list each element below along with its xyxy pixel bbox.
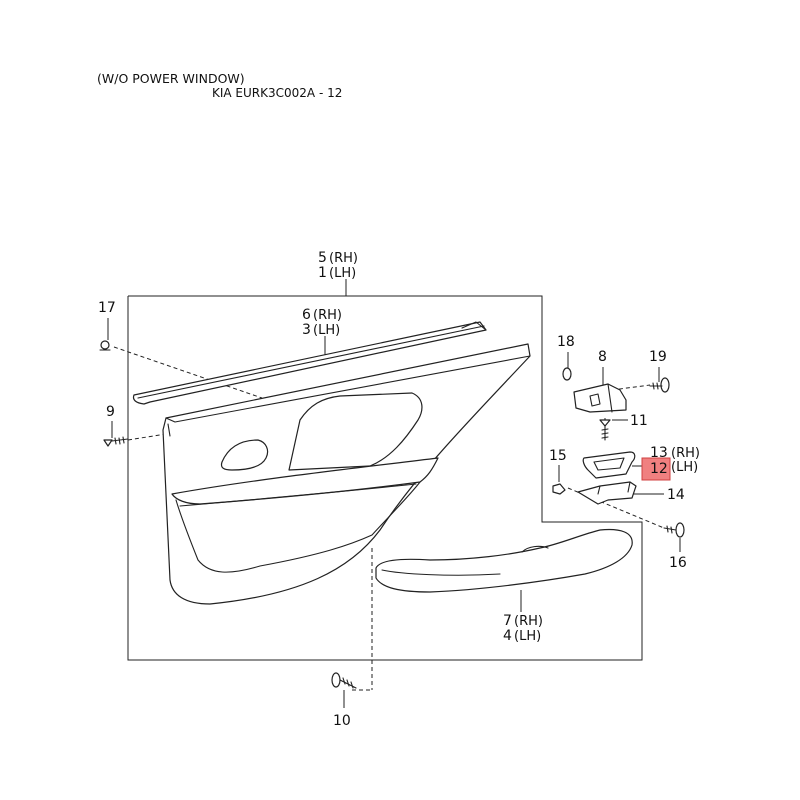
callout-5: 5	[318, 250, 327, 266]
callout-6-side: (RH)	[313, 308, 342, 323]
callout-17: 17	[98, 300, 116, 316]
belt-weatherstrip	[132, 321, 487, 405]
callout-5-side: (RH)	[329, 251, 358, 266]
callout-7-side: (RH)	[514, 614, 543, 629]
callout-14: 14	[667, 487, 685, 503]
screw-9	[103, 436, 129, 447]
armrest	[375, 528, 633, 593]
callout-3-side: (LH)	[313, 323, 340, 338]
screw-10	[331, 672, 357, 689]
leader-lines	[107, 279, 681, 708]
screw-19	[649, 377, 670, 393]
assembly-frame	[127, 295, 643, 661]
callout-1: 1	[318, 265, 327, 281]
callout-16: 16	[669, 555, 687, 571]
bracket-8	[573, 383, 627, 413]
clip-15	[552, 483, 566, 495]
bracket-14	[577, 481, 637, 505]
callout-12-side: (LH)	[671, 460, 698, 475]
screw-16	[663, 522, 685, 538]
callout-12-highlight	[641, 457, 671, 481]
callout-19: 19	[649, 349, 667, 365]
callout-10: 10	[333, 713, 351, 729]
callout-18: 18	[557, 334, 575, 350]
callout-13: 13	[650, 445, 668, 461]
diagram-reference-code: KIA EURK3C002A - 12	[212, 86, 343, 100]
callout-15: 15	[549, 448, 567, 464]
pull-cup	[582, 451, 636, 479]
callout-12: 12	[650, 461, 668, 477]
callout-1-side: (LH)	[329, 266, 356, 281]
callout-labels: 5 (RH) 1 (LH) 6 (RH) 3 (LH) 17 9 18 8 19…	[98, 250, 700, 729]
callout-9: 9	[106, 404, 115, 420]
callout-4-side: (LH)	[514, 629, 541, 644]
callout-7: 7	[503, 613, 512, 629]
door-trim-panel	[162, 343, 531, 605]
clip-17	[99, 340, 111, 351]
screw-11	[599, 419, 611, 441]
callout-8: 8	[598, 349, 607, 365]
callout-13-side: (RH)	[671, 446, 700, 461]
clip-18	[562, 367, 572, 381]
diagram-variant-title: (W/O POWER WINDOW)	[97, 71, 245, 86]
callout-3: 3	[302, 322, 311, 338]
callout-4: 4	[503, 628, 512, 644]
callout-6: 6	[302, 307, 311, 323]
callout-11: 11	[630, 413, 648, 429]
